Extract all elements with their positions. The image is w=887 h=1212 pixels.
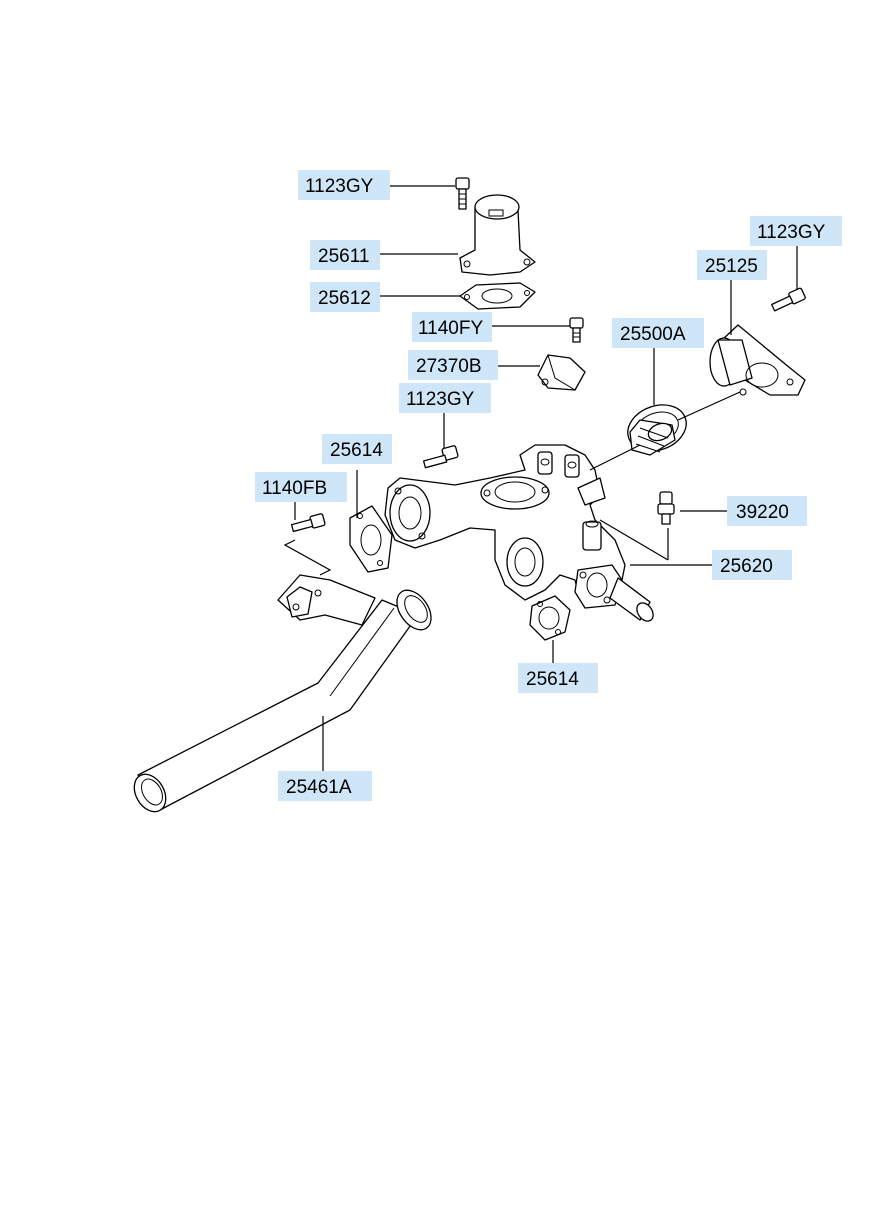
outlet-gasket-part bbox=[459, 282, 536, 310]
thermostat-part bbox=[627, 404, 687, 456]
callout-pipe-label: 25461A bbox=[286, 777, 352, 798]
bolt-fb-part bbox=[290, 513, 326, 533]
bolt-gy-right-part bbox=[771, 287, 806, 312]
callout-outlet-fitting-label: 25611 bbox=[318, 246, 369, 267]
callout-thermostat-cover: 25125 bbox=[697, 250, 767, 280]
callout-gasket-bottom-label: 25614 bbox=[526, 669, 579, 690]
callout-thermostat-label: 25500A bbox=[620, 324, 686, 345]
bolt-top-part bbox=[455, 177, 470, 210]
callout-outlet-fitting: 25611 bbox=[310, 240, 380, 270]
callout-gasket-bottom: 25614 bbox=[518, 663, 598, 693]
callout-bolt-fb: 1140FB bbox=[255, 472, 347, 502]
callout-bolt-top: 1123GY bbox=[298, 170, 390, 200]
callout-outlet-gasket-label: 25612 bbox=[318, 288, 371, 309]
callout-bolt-top-label: 1123GY bbox=[305, 176, 374, 197]
callout-outlet-gasket: 25612 bbox=[310, 282, 380, 312]
callout-bracket: 27370B bbox=[408, 350, 498, 380]
callout-gasket-left-label: 25614 bbox=[330, 440, 383, 461]
callout-bracket-label: 27370B bbox=[416, 356, 482, 377]
callout-temp-sensor: 39220 bbox=[727, 496, 807, 526]
thermostat-cover-part bbox=[709, 324, 806, 396]
callout-bolt-fy: 1140FY bbox=[412, 312, 492, 342]
bracket-part bbox=[537, 354, 586, 391]
gasket-left-part bbox=[349, 505, 393, 573]
bolt-fy-part bbox=[569, 317, 584, 343]
callout-bolt-gy-mid-label: 1123GY bbox=[406, 389, 475, 410]
callout-thermostat: 25500A bbox=[612, 318, 704, 348]
gasket-bottom-part bbox=[529, 595, 571, 641]
temp-sensor-part bbox=[657, 491, 675, 525]
water-pipe-part bbox=[133, 574, 432, 813]
callout-bolt-gy-right: 1123GY bbox=[750, 216, 842, 246]
bolt-gy-mid-part bbox=[422, 445, 459, 469]
callout-gasket-left: 25614 bbox=[322, 434, 392, 464]
callout-temp-sensor-label: 39220 bbox=[736, 502, 789, 523]
water-outlet-housing-part bbox=[384, 444, 654, 622]
callout-bolt-gy-mid: 1123GY bbox=[399, 383, 491, 413]
callout-bolt-gy-right-label: 1123GY bbox=[757, 222, 826, 243]
leader-lines bbox=[283, 185, 798, 771]
callout-thermostat-cover-label: 25125 bbox=[705, 256, 758, 277]
callout-pipe: 25461A bbox=[278, 771, 372, 801]
callout-bolt-fy-label: 1140FY bbox=[418, 318, 483, 339]
callout-housing: 25620 bbox=[712, 550, 792, 580]
outlet-fitting-part bbox=[459, 194, 536, 276]
callout-housing-label: 25620 bbox=[720, 556, 773, 577]
callout-bolt-fb-label: 1140FB bbox=[262, 478, 327, 499]
